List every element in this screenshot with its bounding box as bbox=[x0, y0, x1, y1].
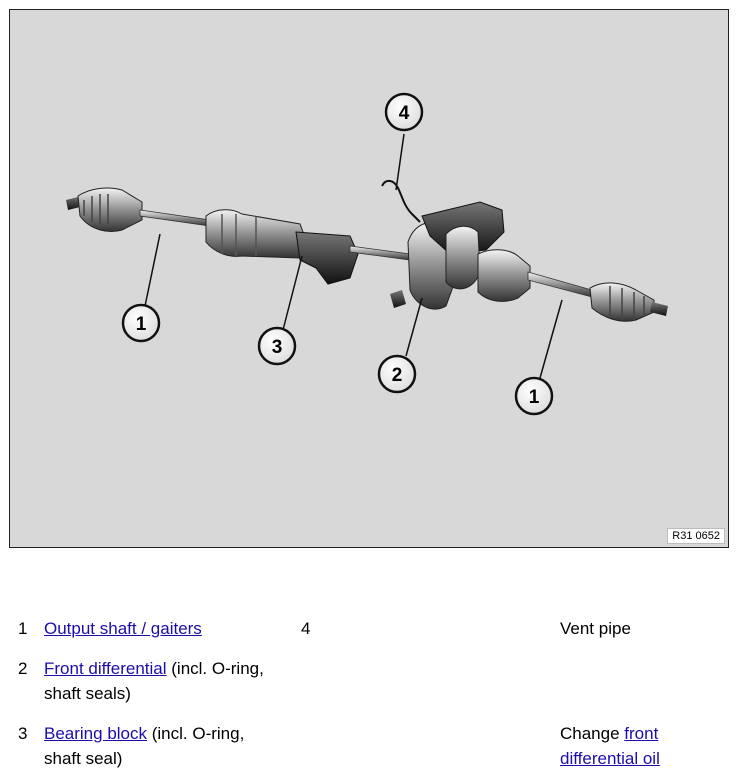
front-link[interactable]: front bbox=[624, 724, 659, 743]
legend-item-3-suffix: (incl. O-ring, bbox=[147, 724, 245, 743]
legend-number-2: 2 bbox=[18, 659, 28, 678]
axle-illustration: 1 3 2 1 4 bbox=[66, 92, 668, 416]
right-output-shaft bbox=[527, 271, 668, 322]
callout-3: 3 bbox=[257, 326, 297, 366]
left-output-shaft bbox=[66, 187, 211, 232]
callout-label: 1 bbox=[136, 314, 147, 335]
diagram-figure: 1 3 2 1 4 R31 0652 bbox=[9, 9, 729, 548]
front-differential bbox=[390, 201, 531, 310]
legend-item-2-line2: shaft seals) bbox=[44, 684, 131, 703]
bearing-block bbox=[205, 209, 411, 285]
legend-number-4: 4 bbox=[301, 619, 311, 638]
callout-2: 2 bbox=[377, 354, 417, 394]
callout-4: 4 bbox=[384, 92, 424, 132]
callout-1-right: 1 bbox=[514, 376, 554, 416]
vent-pipe bbox=[381, 180, 421, 223]
differential-oil-link[interactable]: differential oil bbox=[560, 749, 660, 768]
vent-pipe-label: Vent pipe bbox=[560, 619, 631, 638]
callout-label: 4 bbox=[399, 103, 410, 124]
callout-label: 3 bbox=[272, 337, 283, 358]
front-differential-link[interactable]: Front differential bbox=[44, 659, 167, 678]
figure-reference: R31 0652 bbox=[667, 528, 725, 544]
legend-item-2-suffix: (incl. O-ring, bbox=[166, 659, 264, 678]
callout-label: 2 bbox=[392, 365, 403, 386]
change-prefix: Change bbox=[560, 724, 625, 743]
legend-number-1: 1 bbox=[18, 619, 28, 638]
output-shaft-link[interactable]: Output shaft / gaiters bbox=[44, 619, 202, 638]
legend-item-2: Front differential (incl. O-ring, shaft … bbox=[44, 656, 304, 706]
callout-1-left: 1 bbox=[121, 303, 161, 343]
change-oil-note: Change front differential oil bbox=[560, 721, 730, 771]
legend-item-1: Output shaft / gaiters bbox=[44, 616, 294, 641]
leader-lines bbox=[144, 133, 563, 379]
legend-item-3: Bearing block (incl. O-ring, shaft seal) bbox=[44, 721, 304, 771]
callout-label: 1 bbox=[529, 387, 540, 408]
legend-number-3: 3 bbox=[18, 724, 28, 743]
bearing-block-link[interactable]: Bearing block bbox=[44, 724, 148, 743]
legend-item-3-line2: shaft seal) bbox=[44, 749, 123, 768]
